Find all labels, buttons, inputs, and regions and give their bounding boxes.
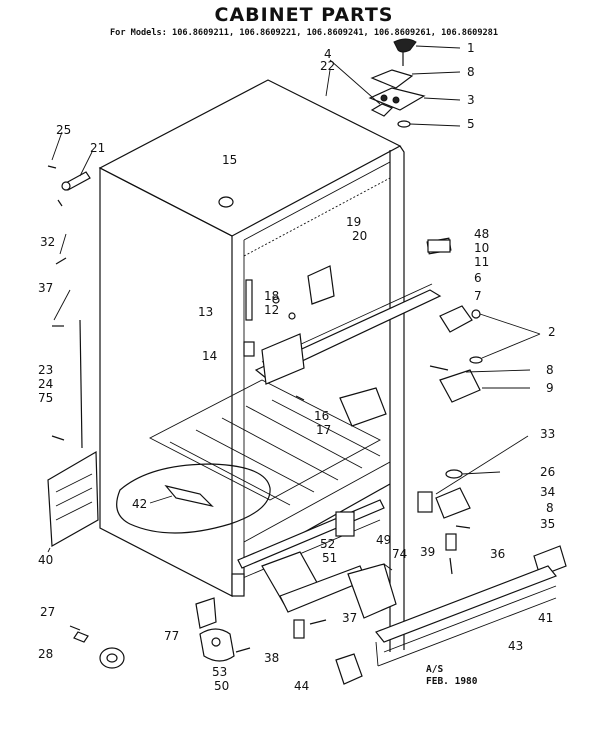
callout-10: 10 xyxy=(474,241,490,255)
callout-50: 50 xyxy=(214,679,230,693)
callout-48: 48 xyxy=(474,227,490,241)
callout-27: 27 xyxy=(40,605,56,619)
callout-1: 1 xyxy=(467,41,475,55)
callout-16: 16 xyxy=(314,409,330,423)
lower-right-parts xyxy=(375,435,567,667)
callout-24: 24 xyxy=(38,377,54,391)
footer-date: FEB. 1980 xyxy=(426,676,478,687)
callout-74: 74 xyxy=(392,547,408,561)
callout-34: 34 xyxy=(540,485,556,499)
lower-left-parts xyxy=(69,597,363,685)
callout-52: 52 xyxy=(320,537,336,551)
callout-7: 7 xyxy=(474,289,482,303)
callout-14: 14 xyxy=(202,349,218,363)
callout-3: 3 xyxy=(467,93,475,107)
callout-75: 75 xyxy=(38,391,54,405)
callout-21: 21 xyxy=(90,141,106,155)
lower-centre-parts xyxy=(261,511,397,639)
callout-26: 26 xyxy=(540,465,556,479)
callout-41: 41 xyxy=(538,611,554,625)
left-hardware xyxy=(47,131,93,449)
callout-9: 9 xyxy=(546,381,554,395)
callout-35: 35 xyxy=(540,517,556,531)
callout-32: 32 xyxy=(40,235,56,249)
callout-8-mid: 8 xyxy=(546,363,554,377)
callout-13: 13 xyxy=(198,305,214,319)
callout-33: 33 xyxy=(540,427,556,441)
callout-18: 18 xyxy=(264,289,280,303)
callout-2: 2 xyxy=(548,325,556,339)
callout-37-left: 37 xyxy=(38,281,54,295)
page-title: CABINET PARTS xyxy=(214,4,394,26)
interior-parts xyxy=(218,196,451,427)
callout-20: 20 xyxy=(352,229,368,243)
models-line: For Models: 106.8609211, 106.8609221, 10… xyxy=(109,28,499,38)
callout-22: 22 xyxy=(320,59,336,73)
callout-77: 77 xyxy=(164,629,180,643)
callout-36: 36 xyxy=(490,547,506,561)
callout-12: 12 xyxy=(264,303,280,317)
callout-19: 19 xyxy=(346,215,362,229)
callout-23: 23 xyxy=(38,363,54,377)
callout-6: 6 xyxy=(474,271,482,285)
callout-38: 38 xyxy=(264,651,280,665)
callout-42: 42 xyxy=(132,497,148,511)
left-cover-plate xyxy=(47,450,99,553)
callout-15: 15 xyxy=(222,153,238,167)
top-hinge-assembly xyxy=(325,38,461,128)
callout-49: 49 xyxy=(376,533,392,547)
callout-17: 17 xyxy=(316,423,332,437)
callout-43: 43 xyxy=(508,639,524,653)
footer-code: A/S xyxy=(426,664,444,675)
callout-4: 4 xyxy=(324,47,332,61)
callout-40: 40 xyxy=(38,553,54,567)
callout-25: 25 xyxy=(56,123,72,137)
callout-53: 53 xyxy=(212,665,228,679)
callout-8-top: 8 xyxy=(467,65,475,79)
callout-5: 5 xyxy=(467,117,475,131)
detail-bubble xyxy=(116,463,271,534)
callout-39: 39 xyxy=(420,545,436,559)
callout-51: 51 xyxy=(322,551,338,565)
callout-8-low: 8 xyxy=(546,501,554,515)
callout-28: 28 xyxy=(38,647,54,661)
callout-37-low: 37 xyxy=(342,611,358,625)
callout-44: 44 xyxy=(294,679,310,693)
callout-11: 11 xyxy=(474,255,490,269)
